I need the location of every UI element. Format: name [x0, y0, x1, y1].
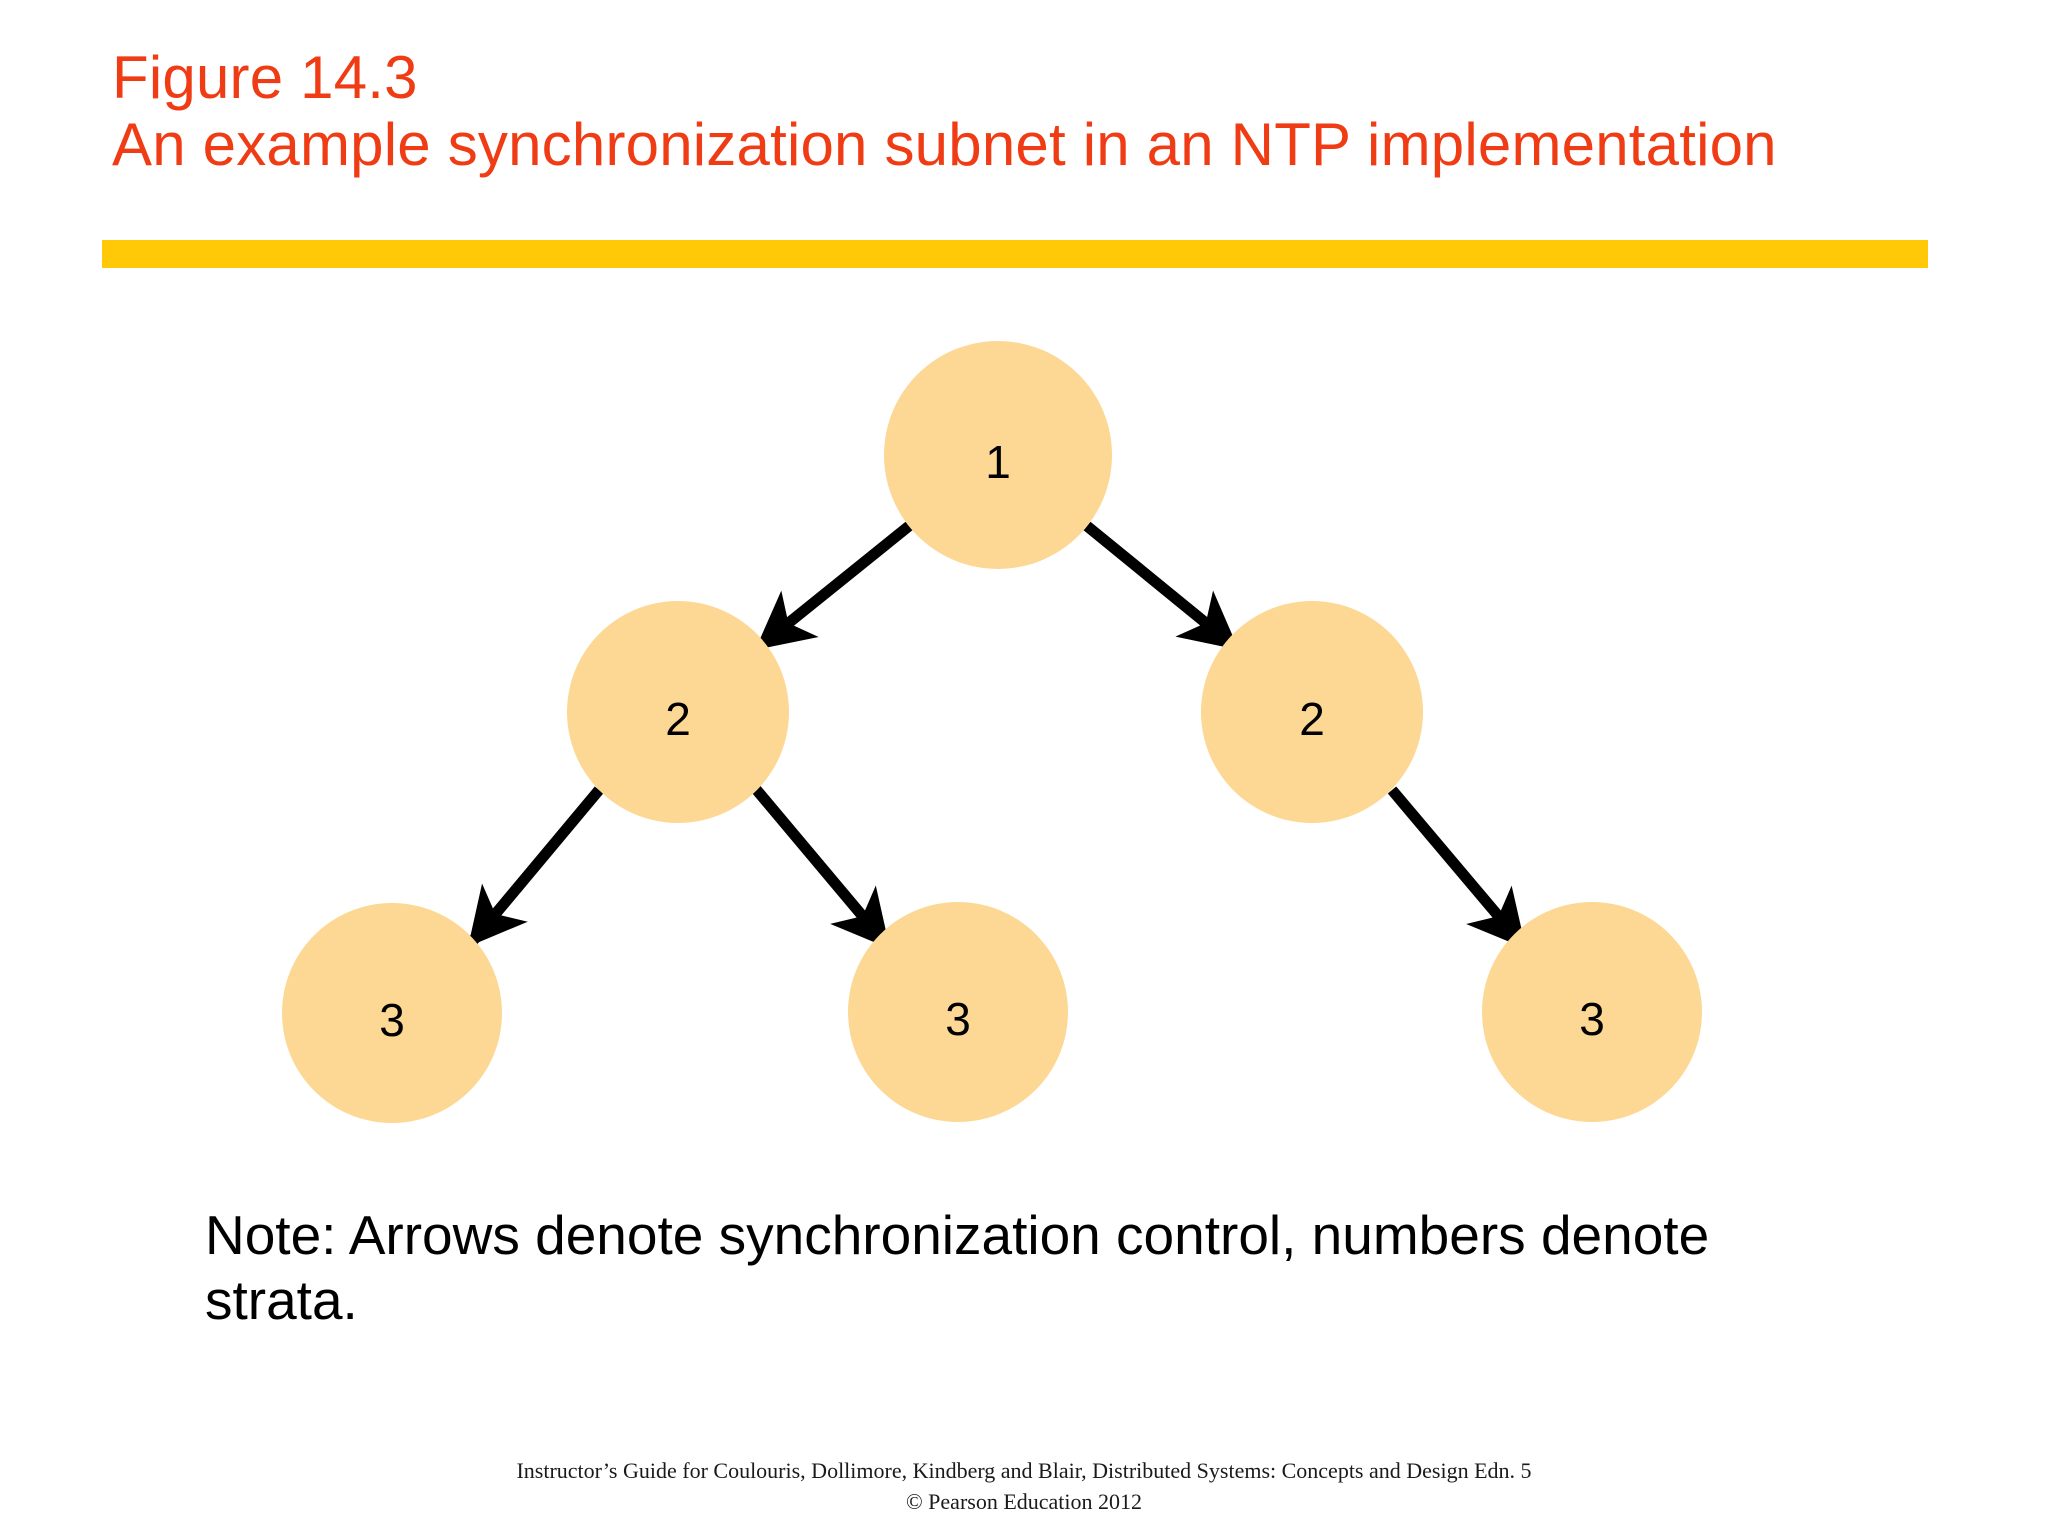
edge-n1-to-n2b	[1083, 521, 1239, 651]
footer-copyright: © Pearson Education 2012	[905, 1489, 1143, 1515]
page-title: An example synchronization subnet in an …	[112, 111, 1777, 179]
edge-n2a-to-n3a	[467, 786, 604, 947]
node-stratum-2-left[interactable]: 2	[567, 601, 789, 823]
edge-n2b-to-n3c	[1387, 786, 1527, 949]
node-circle[interactable]	[567, 601, 789, 823]
note-line-2: strata.	[205, 1268, 358, 1331]
note-line-1: Note: Arrows denote synchronization cont…	[205, 1204, 1710, 1266]
node-label: 2	[665, 693, 691, 745]
slide-footer: Instructor’s Guide for Coulouris, Dollim…	[0, 1455, 2048, 1517]
node-circle[interactable]	[884, 341, 1112, 569]
footer-attribution: Instructor’s Guide for Coulouris, Dollim…	[516, 1458, 1532, 1483]
node-stratum-3-right[interactable]: 3	[1482, 902, 1702, 1122]
node-circle[interactable]	[1482, 902, 1702, 1122]
node-label: 2	[1299, 693, 1325, 745]
diagram-edges	[467, 521, 1527, 949]
node-label: 3	[1579, 993, 1605, 1045]
node-circle[interactable]	[282, 903, 502, 1123]
node-stratum-3-left[interactable]: 3	[282, 903, 502, 1123]
edge-n1-to-n2a	[755, 521, 913, 651]
node-label: 1	[985, 436, 1011, 488]
node-circle[interactable]	[1201, 601, 1423, 823]
node-label: 3	[945, 993, 971, 1045]
figure-number: Figure 14.3	[112, 44, 418, 111]
diagram-note: Note: Arrows denote synchronization cont…	[205, 1203, 1965, 1333]
node-stratum-3-middle[interactable]: 3	[848, 902, 1068, 1122]
node-circle[interactable]	[848, 902, 1068, 1122]
title-divider-bar	[102, 240, 1928, 268]
node-label: 3	[379, 994, 405, 1046]
node-stratum-2-right[interactable]: 2	[1201, 601, 1423, 823]
slide-title-block: Figure 14.3 An example synchronization s…	[112, 44, 1962, 178]
node-stratum-1[interactable]: 1	[884, 341, 1112, 569]
edge-n2a-to-n3b	[750, 784, 891, 949]
diagram-nodes: 1 2 2 3 3	[282, 341, 1702, 1123]
